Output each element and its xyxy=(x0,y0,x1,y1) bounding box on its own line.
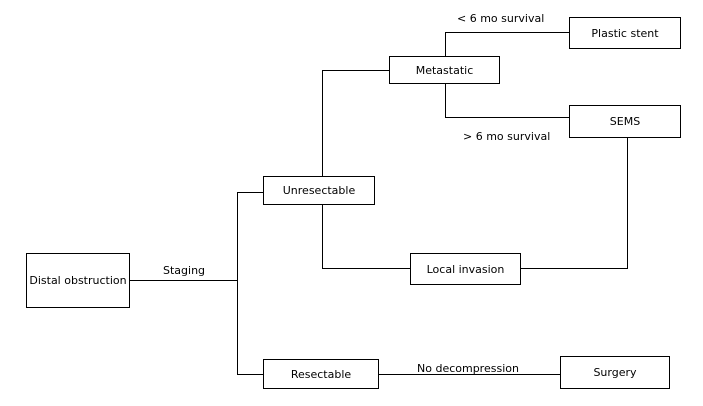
node-local-invasion-label: Local invasion xyxy=(426,262,505,276)
node-metastatic-label: Metastatic xyxy=(415,63,474,77)
node-resectable-label: Resectable xyxy=(290,367,352,381)
node-distal-obstruction: Distal obstruction xyxy=(26,253,130,308)
node-local-invasion: Local invasion xyxy=(410,253,521,285)
node-sems: SEMS xyxy=(569,105,681,138)
node-plastic-stent-label: Plastic stent xyxy=(591,26,659,40)
node-surgery: Surgery xyxy=(560,356,670,389)
edge-label-no-decompression: No decompression xyxy=(417,362,519,375)
node-metastatic: Metastatic xyxy=(389,56,500,84)
node-unresectable: Unresectable xyxy=(263,176,375,205)
node-surgery-label: Surgery xyxy=(593,366,637,379)
edge-label-lt-6-mo-survival: < 6 mo survival xyxy=(457,12,545,25)
edge-label-gt-6-mo-survival: > 6 mo survival xyxy=(463,130,551,143)
node-resectable: Resectable xyxy=(263,359,379,389)
node-unresectable-label: Unresectable xyxy=(282,184,356,197)
node-distal-obstruction-label: Distal obstruction xyxy=(29,274,127,287)
node-sems-label: SEMS xyxy=(609,115,641,128)
node-plastic-stent: Plastic stent xyxy=(569,17,681,49)
edge-label-staging: Staging xyxy=(163,264,206,277)
